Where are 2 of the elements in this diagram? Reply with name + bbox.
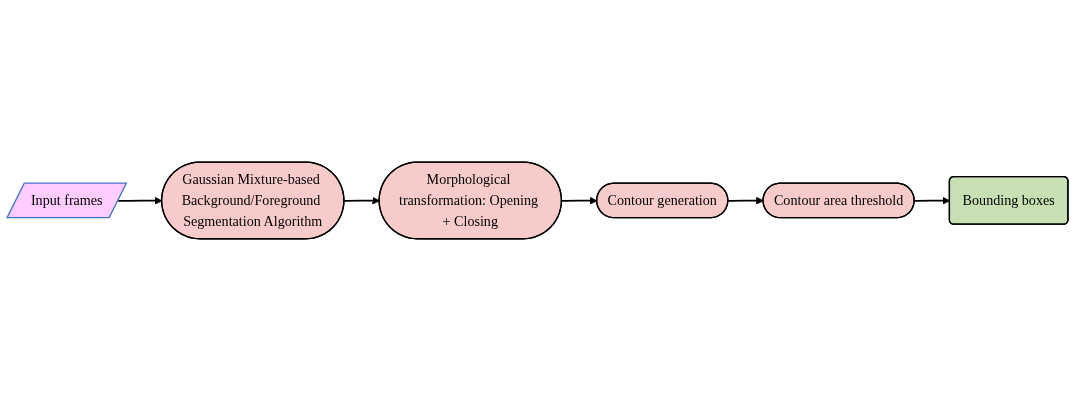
arrow bbox=[727, 196, 764, 205]
arrow bbox=[343, 196, 380, 205]
